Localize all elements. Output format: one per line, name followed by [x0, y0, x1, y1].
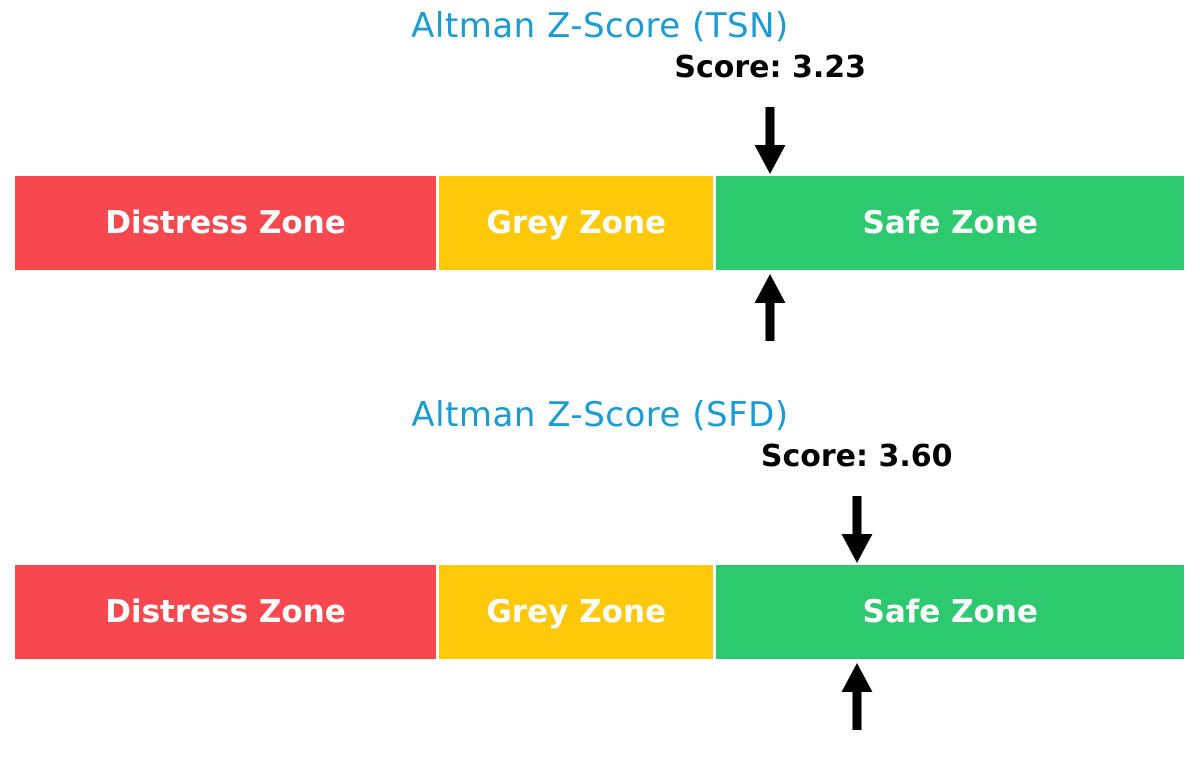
zscore-chart-tsn: Altman Z-Score (TSN) Score: 3.23 Distres… — [0, 0, 1200, 385]
zone-distress: Distress Zone — [15, 176, 436, 270]
zscore-chart-sfd: Altman Z-Score (SFD) Score: 3.60 Distres… — [0, 389, 1200, 774]
arrow-up-icon — [754, 274, 786, 341]
zone-distress: Distress Zone — [15, 565, 436, 659]
zone-label: Distress Zone — [105, 205, 346, 241]
arrow-down-icon — [841, 496, 873, 563]
zone-label: Grey Zone — [486, 205, 667, 241]
score-marker-top — [841, 496, 873, 563]
score-label: Score: 3.23 — [674, 50, 866, 85]
zone-safe: Safe Zone — [716, 176, 1184, 270]
chart-title: Altman Z-Score (TSN) — [411, 6, 789, 46]
zone-label: Safe Zone — [862, 594, 1038, 630]
arrow-down-icon — [754, 107, 786, 174]
zone-label: Distress Zone — [105, 594, 346, 630]
chart-title: Altman Z-Score (SFD) — [411, 395, 789, 435]
score-track: Score: 3.23 Distress Zone Grey Zone Safe… — [15, 0, 1184, 385]
score-marker-bottom — [841, 663, 873, 730]
zone-grey: Grey Zone — [439, 176, 714, 270]
zone-bar: Distress Zone Grey Zone Safe Zone — [15, 565, 1184, 659]
zone-label: Grey Zone — [486, 594, 667, 630]
score-label: Score: 3.60 — [760, 439, 953, 474]
zone-grey: Grey Zone — [439, 565, 714, 659]
score-marker-bottom — [754, 274, 786, 341]
arrow-up-icon — [841, 663, 873, 730]
zone-label: Safe Zone — [862, 205, 1038, 241]
zone-safe: Safe Zone — [716, 565, 1184, 659]
score-marker-top — [754, 107, 786, 174]
score-track: Score: 3.60 Distress Zone Grey Zone Safe… — [15, 389, 1184, 774]
zone-bar: Distress Zone Grey Zone Safe Zone — [15, 176, 1184, 270]
